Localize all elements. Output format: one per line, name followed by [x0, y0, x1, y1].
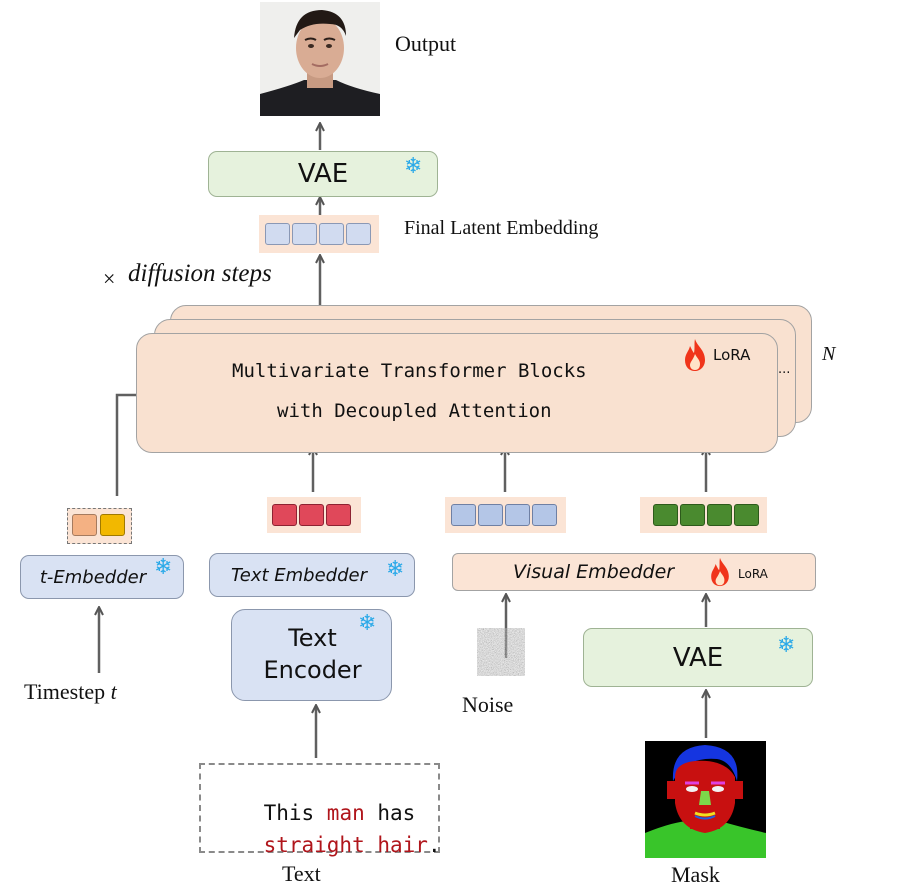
noise-image: [477, 628, 525, 676]
snowflake-icon: ❄: [358, 611, 377, 636]
n-label: N: [822, 343, 836, 365]
noise-token: [532, 504, 557, 526]
mask-label: Mask: [671, 862, 720, 887]
vae-decoder-block: VAE: [208, 151, 438, 197]
mask-image: [645, 741, 766, 858]
fire-icon: [683, 338, 707, 377]
visual-embedder-label: Visual Embedder: [513, 561, 675, 583]
prompt-word: .: [427, 833, 441, 857]
prompt-highlight-man: man: [326, 801, 365, 825]
output-face-image: [260, 2, 380, 116]
snowflake-icon: ❄: [386, 557, 405, 582]
latent-token: [292, 223, 317, 245]
visual-token: [707, 504, 732, 526]
output-label: Output: [395, 31, 457, 56]
t-embedder-label: t-Embedder: [39, 566, 147, 588]
diffusion-steps-label: diffusion steps: [128, 260, 272, 287]
visual-tokens: [640, 497, 767, 533]
text-encoder-block: Text Encoder: [231, 609, 392, 701]
noise-token: [451, 504, 476, 526]
text-token: [326, 504, 351, 526]
visual-embedder-block: Visual Embedder LoRA: [452, 553, 816, 591]
transformer-block-main: [136, 333, 778, 453]
text-prompt-box: This man has straight hair.: [199, 763, 441, 857]
timestep-token: [72, 514, 97, 536]
snowflake-icon: ❄: [404, 154, 423, 179]
visual-token: [653, 504, 678, 526]
visual-token: [680, 504, 705, 526]
t-embedder-block: t-Embedder: [20, 555, 184, 599]
vae-decoder-label: VAE: [297, 159, 349, 189]
visual-token: [734, 504, 759, 526]
noise-label: Noise: [462, 692, 514, 717]
latent-token: [346, 223, 371, 245]
timestep-var: t: [110, 679, 117, 704]
timestep-label: Timestep t: [24, 679, 117, 705]
latent-token: [319, 223, 344, 245]
prompt-line1: This man has: [213, 777, 416, 849]
text-embedder-block: Text Embedder: [209, 553, 415, 597]
text-token: [272, 504, 297, 526]
lora-label-visual: LoRA: [738, 567, 768, 581]
prompt-word: has: [364, 801, 416, 825]
text-tokens: [267, 497, 361, 533]
vae-encoder-label: VAE: [672, 642, 724, 673]
snowflake-icon: ❄: [154, 555, 173, 580]
diffusion-steps-multiplier: ×: [103, 266, 116, 291]
stack-ellipsis: ...: [778, 362, 791, 377]
text-encoder-line1: Text: [288, 624, 337, 652]
lora-label-transformer: LoRA: [713, 346, 751, 364]
noise-tokens: [445, 497, 566, 533]
noise-token: [478, 504, 503, 526]
text-label: Text: [282, 861, 321, 886]
fire-icon: [709, 557, 731, 592]
timestep-token: [100, 514, 125, 536]
prompt-line2: straight hair.: [213, 809, 441, 881]
vae-encoder-block: VAE: [583, 628, 813, 687]
final-latent-label: Final Latent Embedding: [404, 217, 599, 239]
text-encoder-line2: Encoder: [263, 656, 362, 684]
transformer-title-line2: with Decoupled Attention: [277, 400, 552, 422]
transformer-title-line1: Multivariate Transformer Blocks: [232, 360, 587, 382]
prompt-word: This: [263, 801, 327, 825]
timestep-word: Timestep: [24, 679, 106, 704]
snowflake-icon: ❄: [777, 633, 796, 658]
noise-token: [505, 504, 530, 526]
final-latent-tokens: [259, 215, 379, 253]
timestep-tokens: [67, 508, 132, 544]
latent-token: [265, 223, 290, 245]
prompt-highlight-hair: straight hair: [263, 833, 428, 857]
text-embedder-label: Text Embedder: [230, 564, 367, 586]
text-token: [299, 504, 324, 526]
